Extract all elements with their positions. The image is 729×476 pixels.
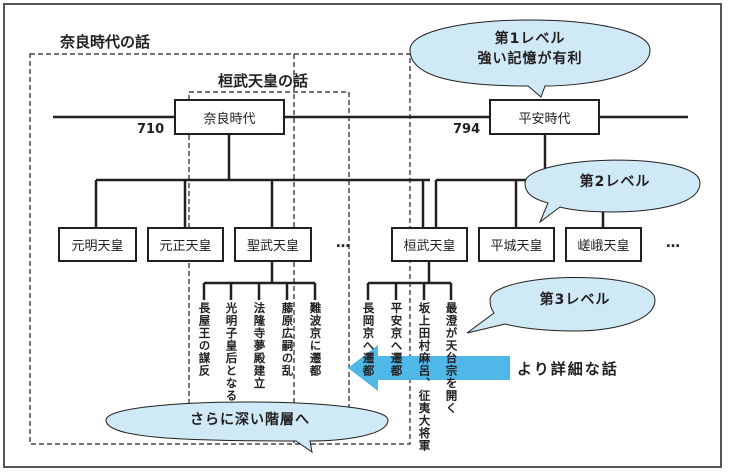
- event-label: 藤原広嗣の乱: [280, 302, 295, 377]
- bubble-deeper: [105, 401, 389, 454]
- ellipsis-heian: …: [666, 235, 682, 251]
- nara-story-title: 奈良時代の話: [60, 33, 151, 51]
- emperor-box: 元明天皇: [58, 227, 137, 262]
- event-label: 長屋王の謀反: [197, 302, 212, 377]
- ellipsis-nara: …: [336, 235, 352, 251]
- emperor-box: 嵯峨天皇: [565, 227, 642, 262]
- detail-arrow: [348, 345, 510, 391]
- bubble-level1: [409, 19, 651, 98]
- bubble-level3-text: 第3レベル: [539, 292, 611, 308]
- bubble-level2-text: 第2レベル: [579, 174, 651, 190]
- era-box-heian: 平安時代: [489, 99, 600, 135]
- kanmu-story-title: 桓武天皇の話: [218, 72, 309, 90]
- bubble-level1-line2: 強い記憶が有利: [477, 51, 583, 68]
- emperor-box: 桓武天皇: [391, 227, 468, 262]
- emperor-box: 元正天皇: [147, 227, 224, 262]
- era-box-nara: 奈良時代: [174, 99, 285, 135]
- bubble-level1-line1: 第1レベル: [494, 31, 566, 47]
- bubble-level3: [466, 277, 656, 334]
- emperor-box: 平城天皇: [478, 227, 555, 262]
- nara-story-region-ext: [294, 53, 411, 445]
- event-label: 光明子皇后となる: [224, 302, 239, 402]
- event-label: 法隆寺夢殿建立: [252, 302, 267, 390]
- bubble-deeper-text: さらに深い階層へ: [190, 412, 310, 428]
- arrow-label: より詳細な話: [517, 360, 619, 378]
- event-label: 平安京へ遷都: [389, 302, 404, 377]
- event-label: 坂上田村麻呂、征夷大将軍: [417, 302, 432, 452]
- year-710: 710: [137, 122, 165, 137]
- bubble-level2: [524, 159, 701, 224]
- event-label: 難波京に遷都: [308, 302, 323, 377]
- event-label: 最澄が天台宗を開く: [444, 302, 459, 415]
- year-794: 794: [453, 122, 481, 137]
- event-label: 長岡京へ遷都: [361, 302, 376, 377]
- figure-frame: [3, 3, 722, 468]
- bubble-level1-text: 第1レベル 強い記憶が有利: [470, 29, 590, 70]
- emperor-box: 聖武天皇: [234, 227, 312, 262]
